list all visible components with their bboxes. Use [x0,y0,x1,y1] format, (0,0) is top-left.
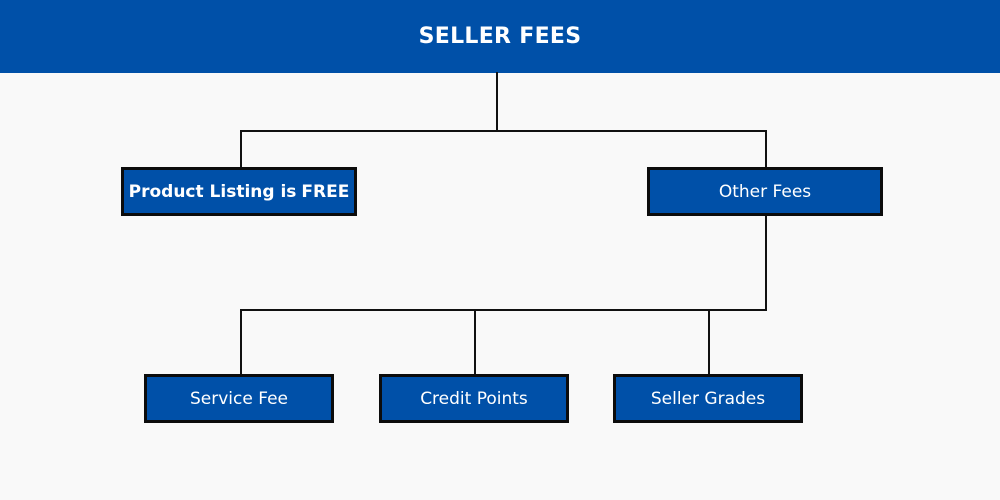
node-product-listing: Product Listing is FREE [121,167,357,216]
node-seller-grades: Seller Grades [613,374,803,423]
node-credit-points-label: Credit Points [420,388,528,409]
node-product-listing-emphasis: FREE [301,181,350,202]
node-product-listing-label: Product Listing is [128,181,297,202]
diagram-title: SELLER FEES [418,24,582,49]
node-credit-points: Credit Points [379,374,569,423]
diagram-header: SELLER FEES [0,0,1000,73]
node-seller-grades-label: Seller Grades [650,388,766,409]
node-other-fees: Other Fees [647,167,883,216]
node-service-fee-label: Service Fee [190,388,288,409]
node-service-fee: Service Fee [144,374,334,423]
node-other-fees-label: Other Fees [718,181,812,202]
